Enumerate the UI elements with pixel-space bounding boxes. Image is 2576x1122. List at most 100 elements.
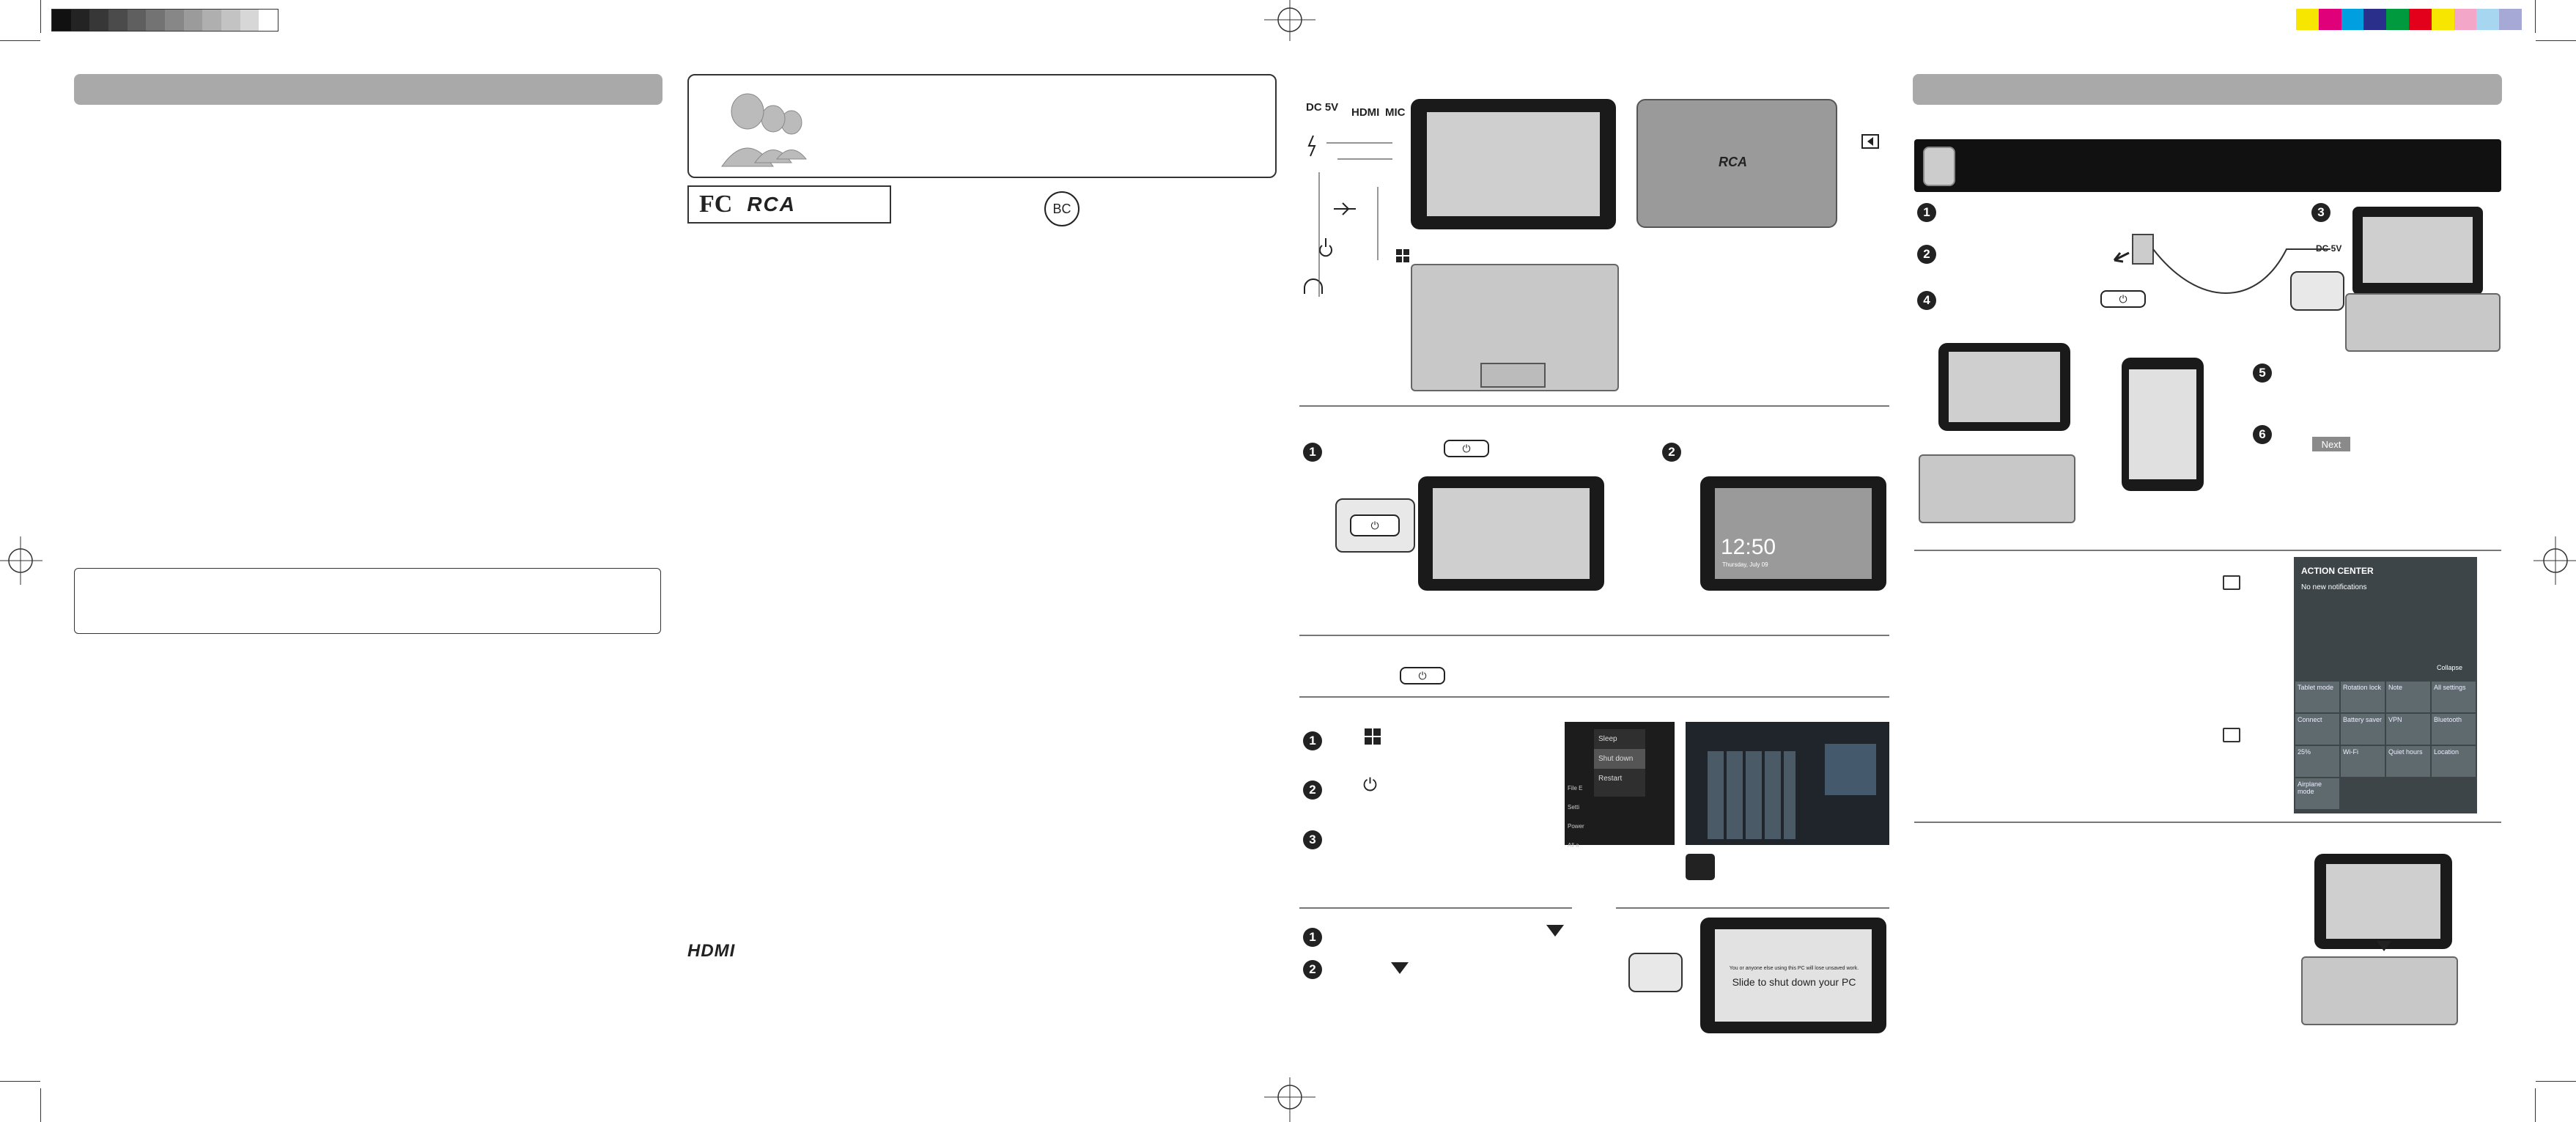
keyboard-dock [2301, 956, 2458, 1025]
desktop-screenshot [1686, 722, 1889, 845]
support-people-icon [721, 93, 808, 167]
power-key-illustration: ⏻ [1335, 498, 1415, 553]
power-key-illustration [1628, 953, 1683, 992]
divider [1914, 550, 2501, 551]
menu-item-shutdown[interactable]: Shut down [1594, 749, 1645, 769]
color-swatch [2499, 9, 2522, 30]
color-swatch [2318, 9, 2341, 30]
notice-box [74, 568, 661, 634]
rca-logo: RCA [747, 193, 796, 215]
headphone-icon [1304, 278, 1323, 294]
dc-port-label: DC 5V [1306, 101, 1339, 114]
next-button-label: Next [2321, 438, 2341, 450]
divider [1299, 696, 1889, 698]
ac-tile[interactable]: Airplane mode [2295, 778, 2339, 809]
color-swatch [2386, 9, 2409, 30]
charger-cable [2113, 234, 2330, 294]
tablet-slide-shutdown: You or anyone else using this PC will lo… [1700, 918, 1886, 1033]
tablet-front [1411, 99, 1616, 229]
start-menu-screenshot: Sleep Shut down Restart File E Setti Pow… [1565, 722, 1675, 849]
color-swatch [2454, 9, 2477, 30]
registration-target-icon [2533, 536, 2576, 585]
ac-tile[interactable]: Location [2432, 746, 2476, 777]
next-button[interactable]: Next [2312, 437, 2350, 451]
tablet-docking [1938, 343, 2070, 431]
grayscale-swatch [89, 10, 109, 31]
step-number: 1 [1303, 443, 1322, 462]
grayscale-swatch [165, 10, 184, 31]
setup-screen [2129, 369, 2196, 479]
step-number: 3 [1303, 830, 1322, 849]
fcc-rca-box: FC RCA [687, 185, 891, 224]
usb-icon [1334, 202, 1356, 215]
ac-tile[interactable]: All settings [2432, 682, 2476, 712]
start-menu-item[interactable]: Power [1568, 823, 1584, 830]
slide-to-shutdown-text[interactable]: Slide to shut down your PC [1732, 976, 1856, 988]
power-icon: ⏻ [1363, 775, 1377, 795]
crop-mark [40, 1088, 41, 1122]
color-swatch [2408, 9, 2432, 30]
step-number: 5 [2253, 363, 2272, 383]
arrow-down-icon [2377, 941, 2391, 951]
start-menu-item[interactable]: All a [1568, 842, 1579, 849]
shutdown-warning: You or anyone else using this PC will lo… [1729, 966, 1859, 971]
ac-tile[interactable]: Bluetooth [2432, 714, 2476, 745]
support-banner [687, 74, 1277, 178]
menu-item-restart[interactable]: Restart [1598, 775, 1623, 783]
grayscale-bar [51, 9, 278, 32]
ac-tile[interactable]: Rotation lock [2341, 682, 2385, 712]
section-header-bar [74, 74, 663, 105]
tablet-back: RCA [1636, 99, 1837, 228]
step-number: 2 [1917, 245, 1936, 264]
crop-mark [2535, 0, 2536, 33]
divider [1914, 822, 2501, 823]
laptop-keyboard [2345, 293, 2501, 352]
laptop-setup [2352, 207, 2483, 295]
ac-tile[interactable]: Note [2386, 682, 2430, 712]
hdmi-port-label: HDMI [1351, 106, 1380, 119]
color-swatch [2431, 9, 2454, 30]
ac-tile[interactable]: Quiet hours [2386, 746, 2430, 777]
power-icon [1319, 238, 1332, 257]
start-menu-item[interactable]: Setti [1568, 804, 1580, 811]
grayscale-swatch [221, 10, 240, 31]
ac-tile[interactable]: 25% [2295, 746, 2339, 777]
step-number: 1 [1917, 203, 1936, 222]
ac-tile[interactable]: Battery saver [2341, 714, 2385, 745]
battery-icon [1923, 147, 1955, 186]
triangle-down-icon [1546, 925, 1564, 937]
ac-tile[interactable]: Tablet mode [2295, 682, 2339, 712]
hdmi-logo-text: HDMI [687, 941, 736, 961]
power-submenu: Sleep Shut down Restart [1594, 729, 1645, 797]
mic-label: MIC [1385, 106, 1406, 119]
charge-icon [1307, 135, 1316, 157]
collapse-link[interactable]: Collapse [2436, 664, 2462, 671]
tablet-screen [1949, 352, 2060, 422]
step-number: 2 [1303, 960, 1322, 979]
notification-icon [2223, 728, 2240, 742]
ac-tile[interactable]: Wi-Fi [2341, 746, 2385, 777]
fcc-logo: FC [699, 191, 733, 218]
menu-item-sleep[interactable]: Sleep [1598, 735, 1617, 743]
color-swatch [2296, 9, 2319, 30]
crop-mark [2535, 1088, 2536, 1122]
camera-icon [1861, 134, 1879, 149]
section-header-bar [1913, 74, 2502, 105]
divider [1299, 907, 1572, 909]
grayscale-swatch [127, 10, 147, 31]
start-menu-item[interactable]: File E [1568, 785, 1583, 791]
ac-tile[interactable]: VPN [2386, 714, 2430, 745]
registration-target-icon [1264, 0, 1315, 41]
bc-mark: BC [1044, 191, 1080, 226]
slide-screen: You or anyone else using this PC will lo… [1715, 929, 1872, 1022]
color-swatch [2363, 9, 2387, 30]
grayscale-swatch [183, 10, 203, 31]
windows-icon [1365, 728, 1381, 745]
lock-clock: 12:50 [1721, 535, 1776, 559]
tablet-screen [1433, 488, 1590, 579]
ac-tile[interactable]: Connect [2295, 714, 2339, 745]
crop-mark [0, 40, 40, 41]
power-button-icon: ⏻ [1400, 667, 1445, 684]
port-icons [1304, 135, 1392, 297]
action-center-title: ACTION CENTER [2301, 566, 2374, 576]
